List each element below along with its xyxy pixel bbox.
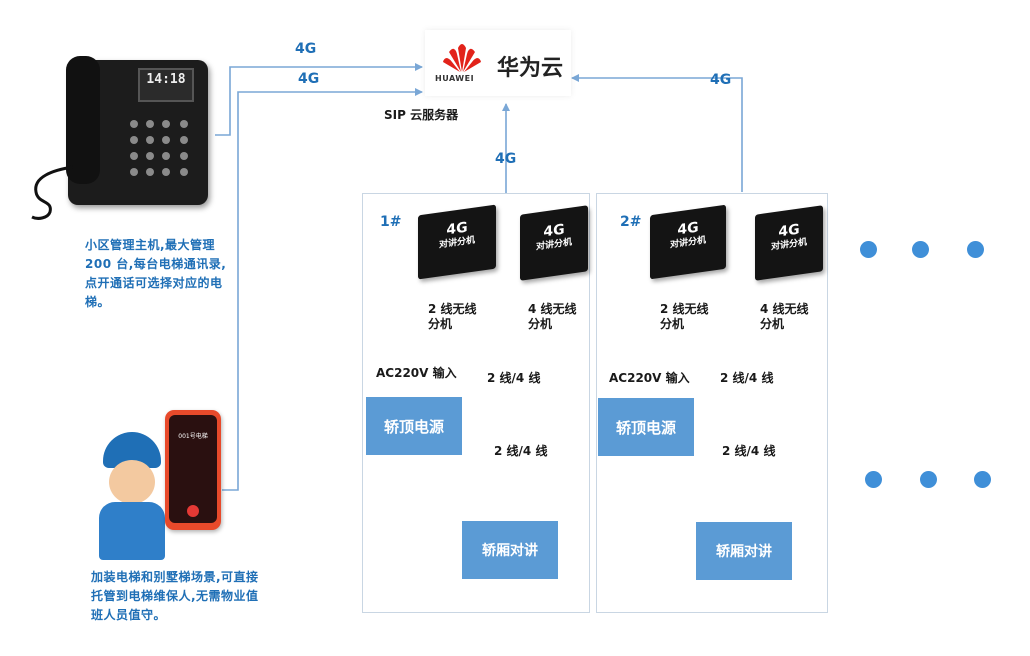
unit2-device-b-label: 4 线无线分机 [760, 302, 809, 331]
link-label-4g-mobile: 4G [298, 71, 320, 87]
unit1-device-a-label: 2 线无线分机 [428, 302, 477, 331]
unit1-wire-label-lower: 2 线/4 线 [494, 444, 548, 458]
more-dot [865, 471, 882, 488]
mobile-description: 加装电梯和别墅梯场景,可直接托管到电梯维保人,无需物业值班人员值守。 [91, 570, 259, 622]
more-dot [974, 471, 991, 488]
brand-en-text: HUAWEI [435, 74, 475, 83]
sip-server-label: SIP 云服务器 [384, 108, 459, 122]
unit2-cabin-box: 轿厢对讲 [696, 522, 792, 580]
worker-face [109, 460, 155, 504]
unit-number-2: 2# [620, 214, 642, 230]
desk-phone: 14:18 [28, 52, 213, 222]
more-dot [920, 471, 937, 488]
unit1-power-input-label: AC220V 输入 [376, 366, 457, 380]
link-label-4g-phone: 4G [295, 41, 317, 57]
unit2-power-box: 轿顶电源 [598, 398, 694, 456]
more-dot [860, 241, 877, 258]
phone-cord-icon [31, 165, 74, 220]
unit1-cabin-box: 轿厢对讲 [462, 521, 558, 579]
mobile-scene: 001号电梯 [95, 410, 225, 560]
hangup-icon [187, 505, 199, 517]
phone-link-line [215, 63, 423, 136]
unit1-wire-label-upper: 2 线/4 线 [487, 371, 541, 385]
mobile-call-text: 001号电梯 [178, 433, 208, 440]
phone-keypad [120, 112, 200, 192]
unit2-device-a-label: 2 线无线分机 [660, 302, 709, 331]
unit2-uplink-line [571, 74, 743, 192]
worker-body [99, 502, 165, 560]
link-label-4g-unit1: 4G [495, 151, 517, 167]
more-dot [912, 241, 929, 258]
phone-screen: 14:18 [138, 68, 194, 102]
phone-time: 14:18 [146, 72, 186, 87]
mobile-phone: 001号电梯 [165, 410, 221, 530]
desk-phone-description: 小区管理主机,最大管理 200 台,每台电梯通讯录,点开通话可选择对应的电梯。 [85, 238, 227, 309]
handset-icon [66, 56, 100, 184]
more-dot [967, 241, 984, 258]
unit2-power-input-label: AC220V 输入 [609, 371, 690, 385]
brand-cn-text: 华为云 [497, 56, 564, 81]
unit-number-1: 1# [380, 214, 402, 230]
link-label-4g-unit2: 4G [710, 72, 732, 88]
unit1-power-box: 轿顶电源 [366, 397, 462, 455]
unit2-wire-label-upper: 2 线/4 线 [720, 371, 774, 385]
cloud-logo: HUAWEI 华为云 [425, 30, 571, 96]
huawei-flower-icon [443, 44, 481, 72]
unit1-device-b-label: 4 线无线分机 [528, 302, 577, 331]
unit2-wire-label-lower: 2 线/4 线 [722, 444, 776, 458]
mobile-link-line [222, 88, 423, 491]
